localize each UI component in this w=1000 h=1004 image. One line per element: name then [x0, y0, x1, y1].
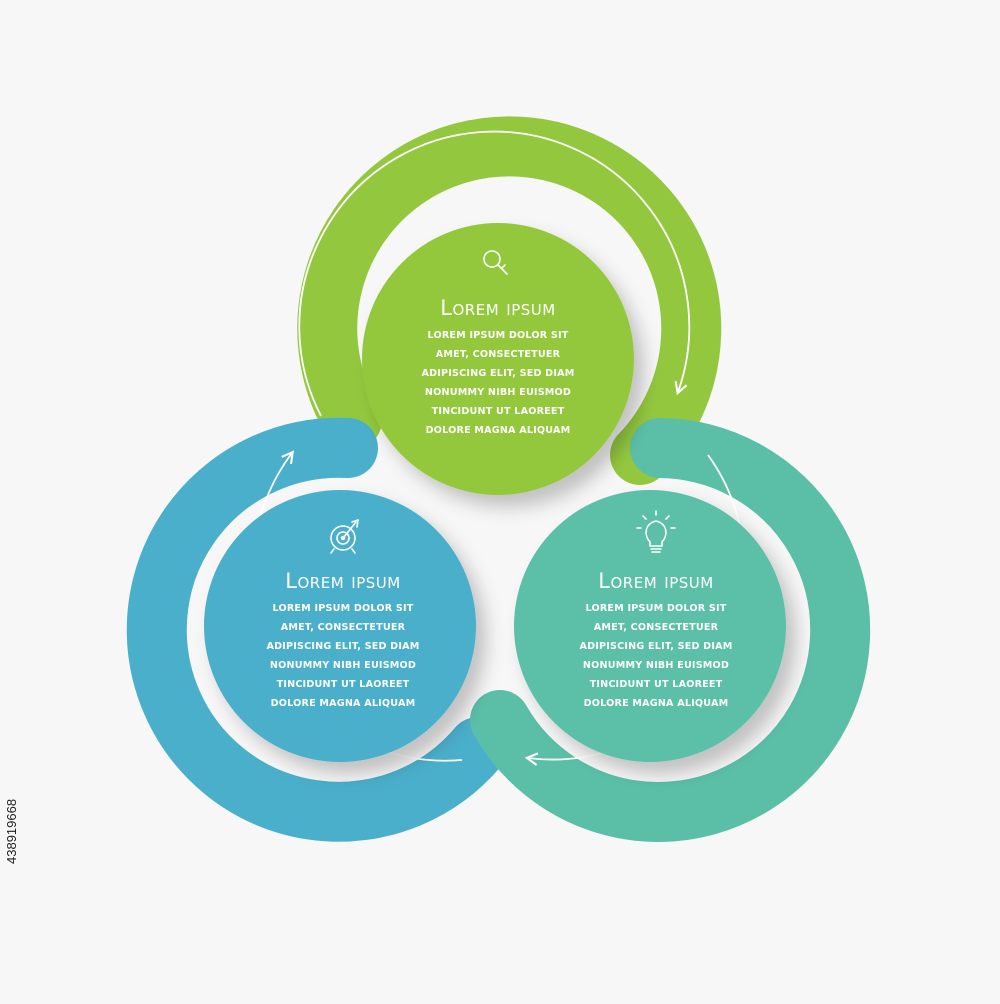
step-body-line: LOREM IPSUM DOLOR SIT — [427, 330, 569, 341]
step-body-line: TINCIDUNT UT LAOREET — [589, 679, 723, 690]
step-body-line: TINCIDUNT UT LAOREET — [276, 679, 410, 690]
step-body-line: DOLORE MAGNA ALIQUAM — [270, 698, 416, 709]
blue-circle — [204, 490, 476, 762]
lightbulb-icon — [636, 510, 676, 553]
step-body-line: DOLORE MAGNA ALIQUAM — [425, 425, 571, 436]
step-body-line: TINCIDUNT UT LAOREET — [431, 406, 565, 417]
step-body-line: NONUMMY NIBH EUISMOD — [269, 660, 417, 671]
step-body-line: ADIPISCING ELIT, SED DIAM — [421, 368, 575, 379]
stock-image-id: 438919668 — [4, 798, 19, 864]
step-body-line: NONUMMY NIBH EUISMOD — [582, 660, 730, 671]
step-body-line: LOREM IPSUM DOLOR SIT — [272, 603, 414, 614]
green-ring — [297, 116, 722, 485]
teal-circle — [514, 490, 786, 762]
step-body-line: AMET, CONSECTETUER — [593, 622, 719, 633]
step-green-text: Lorem ipsum LOREM IPSUM DOLOR SIT AMET, … — [388, 296, 608, 440]
magnifier-icon — [483, 250, 508, 275]
step-body-line: LOREM IPSUM DOLOR SIT — [585, 603, 727, 614]
step-body-line: AMET, CONSECTETUER — [280, 622, 406, 633]
step-body-line: AMET, CONSECTETUER — [435, 349, 561, 360]
blue-ring — [126, 417, 508, 842]
step-title: Lorem ipsum — [285, 569, 401, 593]
step-title: Lorem ipsum — [440, 296, 556, 320]
teal-ring — [470, 418, 871, 842]
step-body-line: ADIPISCING ELIT, SED DIAM — [266, 641, 420, 652]
green-flow-arrow — [298, 130, 691, 417]
step-body-line: ADIPISCING ELIT, SED DIAM — [579, 641, 733, 652]
step-title: Lorem ipsum — [598, 569, 714, 593]
step-teal-text: Lorem ipsum LOREM IPSUM DOLOR SIT AMET, … — [546, 569, 766, 713]
step-blue-text: Lorem ipsum LOREM IPSUM DOLOR SIT AMET, … — [233, 569, 453, 713]
step-body-line: DOLORE MAGNA ALIQUAM — [583, 698, 729, 709]
target-icon — [330, 519, 359, 554]
step-body-line: NONUMMY NIBH EUISMOD — [424, 387, 572, 398]
green-circle — [362, 223, 634, 495]
